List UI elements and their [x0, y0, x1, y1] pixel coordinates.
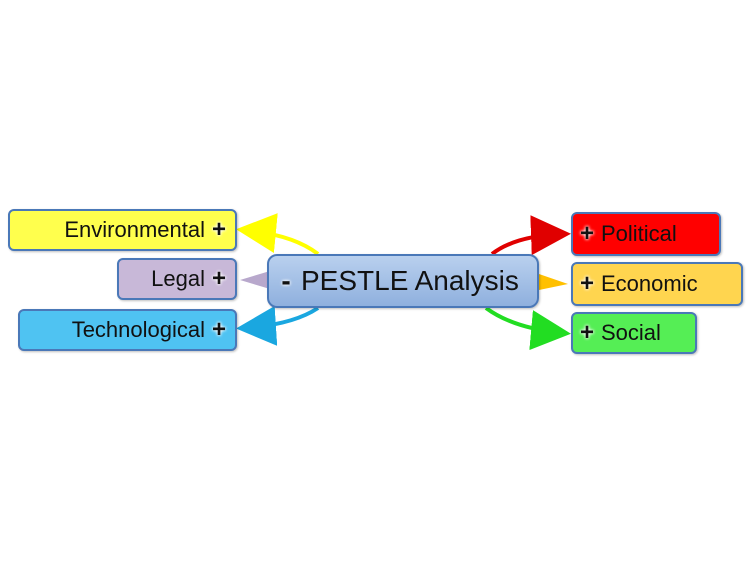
- connector-economic: [539, 274, 568, 290]
- collapse-minus-icon[interactable]: -: [281, 265, 291, 296]
- expand-plus-icon[interactable]: +: [579, 220, 594, 247]
- topic-label: Political: [601, 221, 677, 246]
- expand-plus-icon[interactable]: +: [211, 265, 226, 292]
- expand-plus-icon[interactable]: +: [211, 316, 226, 343]
- central-topic[interactable]: - PESTLE Analysis: [267, 254, 539, 308]
- connector-social: [484, 306, 571, 351]
- topic-label: Legal: [151, 266, 205, 291]
- topic-social[interactable]: + Social: [571, 312, 697, 354]
- topic-label: Environmental: [64, 217, 205, 242]
- expand-plus-icon[interactable]: +: [211, 216, 226, 243]
- topic-label: Technological: [71, 317, 205, 342]
- topic-political[interactable]: + Political: [571, 212, 721, 256]
- connector-technological: [236, 305, 320, 346]
- connector-political: [490, 215, 571, 256]
- expand-plus-icon[interactable]: +: [579, 319, 594, 346]
- connector-legal: [240, 271, 270, 289]
- central-topic-label: PESTLE Analysis: [301, 265, 519, 296]
- topic-label: Economic: [601, 271, 698, 296]
- topic-technological[interactable]: Technological +: [18, 309, 237, 351]
- topic-legal[interactable]: Legal +: [117, 258, 237, 300]
- connector-environmental: [236, 213, 320, 256]
- expand-plus-icon[interactable]: +: [579, 270, 594, 297]
- topic-economic[interactable]: + Economic: [571, 262, 743, 306]
- topic-label: Social: [601, 320, 661, 345]
- topic-environmental[interactable]: Environmental +: [8, 209, 237, 251]
